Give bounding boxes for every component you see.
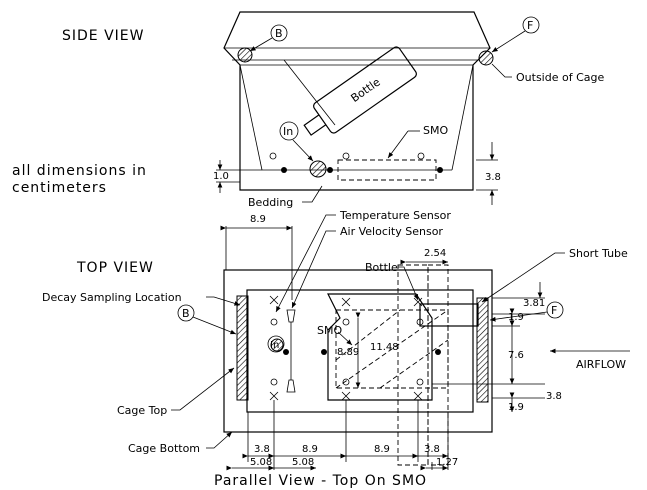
dim-b-5-08b: 5.08 [292, 457, 314, 468]
side-circle [417, 152, 425, 160]
side-dot [281, 167, 287, 173]
top-dot [321, 349, 327, 355]
top-circle [270, 318, 278, 326]
side-f-circle [522, 16, 540, 34]
air-velocity-sensor [286, 309, 296, 323]
dim-1-9b: 1.9 [508, 402, 524, 413]
air-velocity-label: Air Velocity Sensor [340, 225, 443, 238]
top-f-circle [546, 301, 564, 319]
temperature-sensor-label: Temperature Sensor [339, 209, 451, 222]
side-bottle-label: Bottle [348, 75, 382, 105]
dim-8-9-top: 8.9 [250, 214, 266, 225]
dim-b-1-27: 1.27 [436, 457, 458, 468]
top-b-circle [177, 304, 195, 322]
top-circle [416, 318, 424, 326]
side-circle [269, 152, 277, 160]
top-dot [283, 349, 289, 355]
side-b-label: B [275, 27, 283, 40]
short-tube-dashed-right [427, 264, 449, 466]
top-in-circle [267, 335, 285, 353]
dim-b-5-08a: 5.08 [250, 457, 272, 468]
side-dot [327, 167, 333, 173]
side-dot [437, 167, 443, 173]
side-port-f [478, 50, 494, 66]
smo-dashed-box [335, 309, 449, 389]
top-crosses [269, 295, 423, 401]
side-view-title: SIDE VIEW [62, 28, 145, 44]
top-smo-label: SMO [317, 324, 342, 337]
dim-3-8-right: 3.8 [546, 391, 562, 402]
side-in-circle [279, 121, 299, 141]
side-in-label: In [283, 125, 293, 138]
dim-b-3-8a: 3.8 [254, 444, 270, 455]
note-line1: all dimensions in [12, 163, 147, 179]
top-bottle [327, 293, 433, 401]
dim-1-9a: 1.9 [508, 312, 524, 323]
decay-sampling-label: Decay Sampling Location [42, 291, 182, 304]
airflow-label: AIRFLOW [576, 358, 626, 371]
cage-top-label: Cage Top [117, 404, 167, 417]
outside-cage-label: Outside of Cage [516, 71, 604, 84]
cage-bottom-label: Cage Bottom [128, 442, 200, 455]
cage-bottom-rect [223, 269, 493, 433]
short-tube-label: Short Tube [569, 247, 628, 260]
side-port-in [309, 160, 327, 178]
dim-3-81: 3.81 [523, 298, 545, 309]
side-dim-right: 3.8 [485, 172, 501, 183]
side-circle [342, 152, 350, 160]
side-cage-outline [223, 11, 491, 191]
dim-7-6: 7.6 [508, 350, 524, 361]
side-f-label: F [527, 19, 533, 32]
side-smo-box [337, 159, 437, 181]
side-dim-left: 1.0 [213, 171, 229, 182]
top-in-label: In [270, 340, 279, 351]
dim-8-89: 8.89 [337, 347, 359, 358]
top-f-label: F [551, 304, 557, 317]
top-dot [435, 349, 441, 355]
side-smo-label: SMO [423, 124, 448, 137]
side-port-b [237, 47, 253, 63]
right-hatched-bar [476, 297, 489, 403]
top-view-caption: Parallel View - Top On SMO [214, 473, 427, 489]
top-circle [416, 378, 424, 386]
top-view-title: TOP VIEW [76, 260, 154, 276]
left-hatched-bar [236, 295, 249, 401]
dim-b-8-9a: 8.9 [302, 444, 318, 455]
short-tube [419, 303, 479, 327]
bedding-label: Bedding [248, 196, 293, 209]
side-b-circle [270, 24, 288, 42]
air-velocity-sensor-2 [286, 379, 296, 393]
top-bottle-label: Bottle [365, 261, 398, 274]
top-circle [270, 378, 278, 386]
dim-2-54: 2.54 [424, 248, 446, 259]
top-port-in [270, 338, 284, 352]
top-b-label: B [182, 307, 190, 320]
dim-11-48: 11.48 [370, 342, 399, 353]
top-circle [342, 378, 350, 386]
note-line2: centimeters [12, 180, 107, 196]
top-circle [342, 318, 350, 326]
dim-b-3-8b: 3.8 [424, 444, 440, 455]
dim-b-8-9b: 8.9 [374, 444, 390, 455]
bottom-extension-lines [247, 400, 449, 470]
